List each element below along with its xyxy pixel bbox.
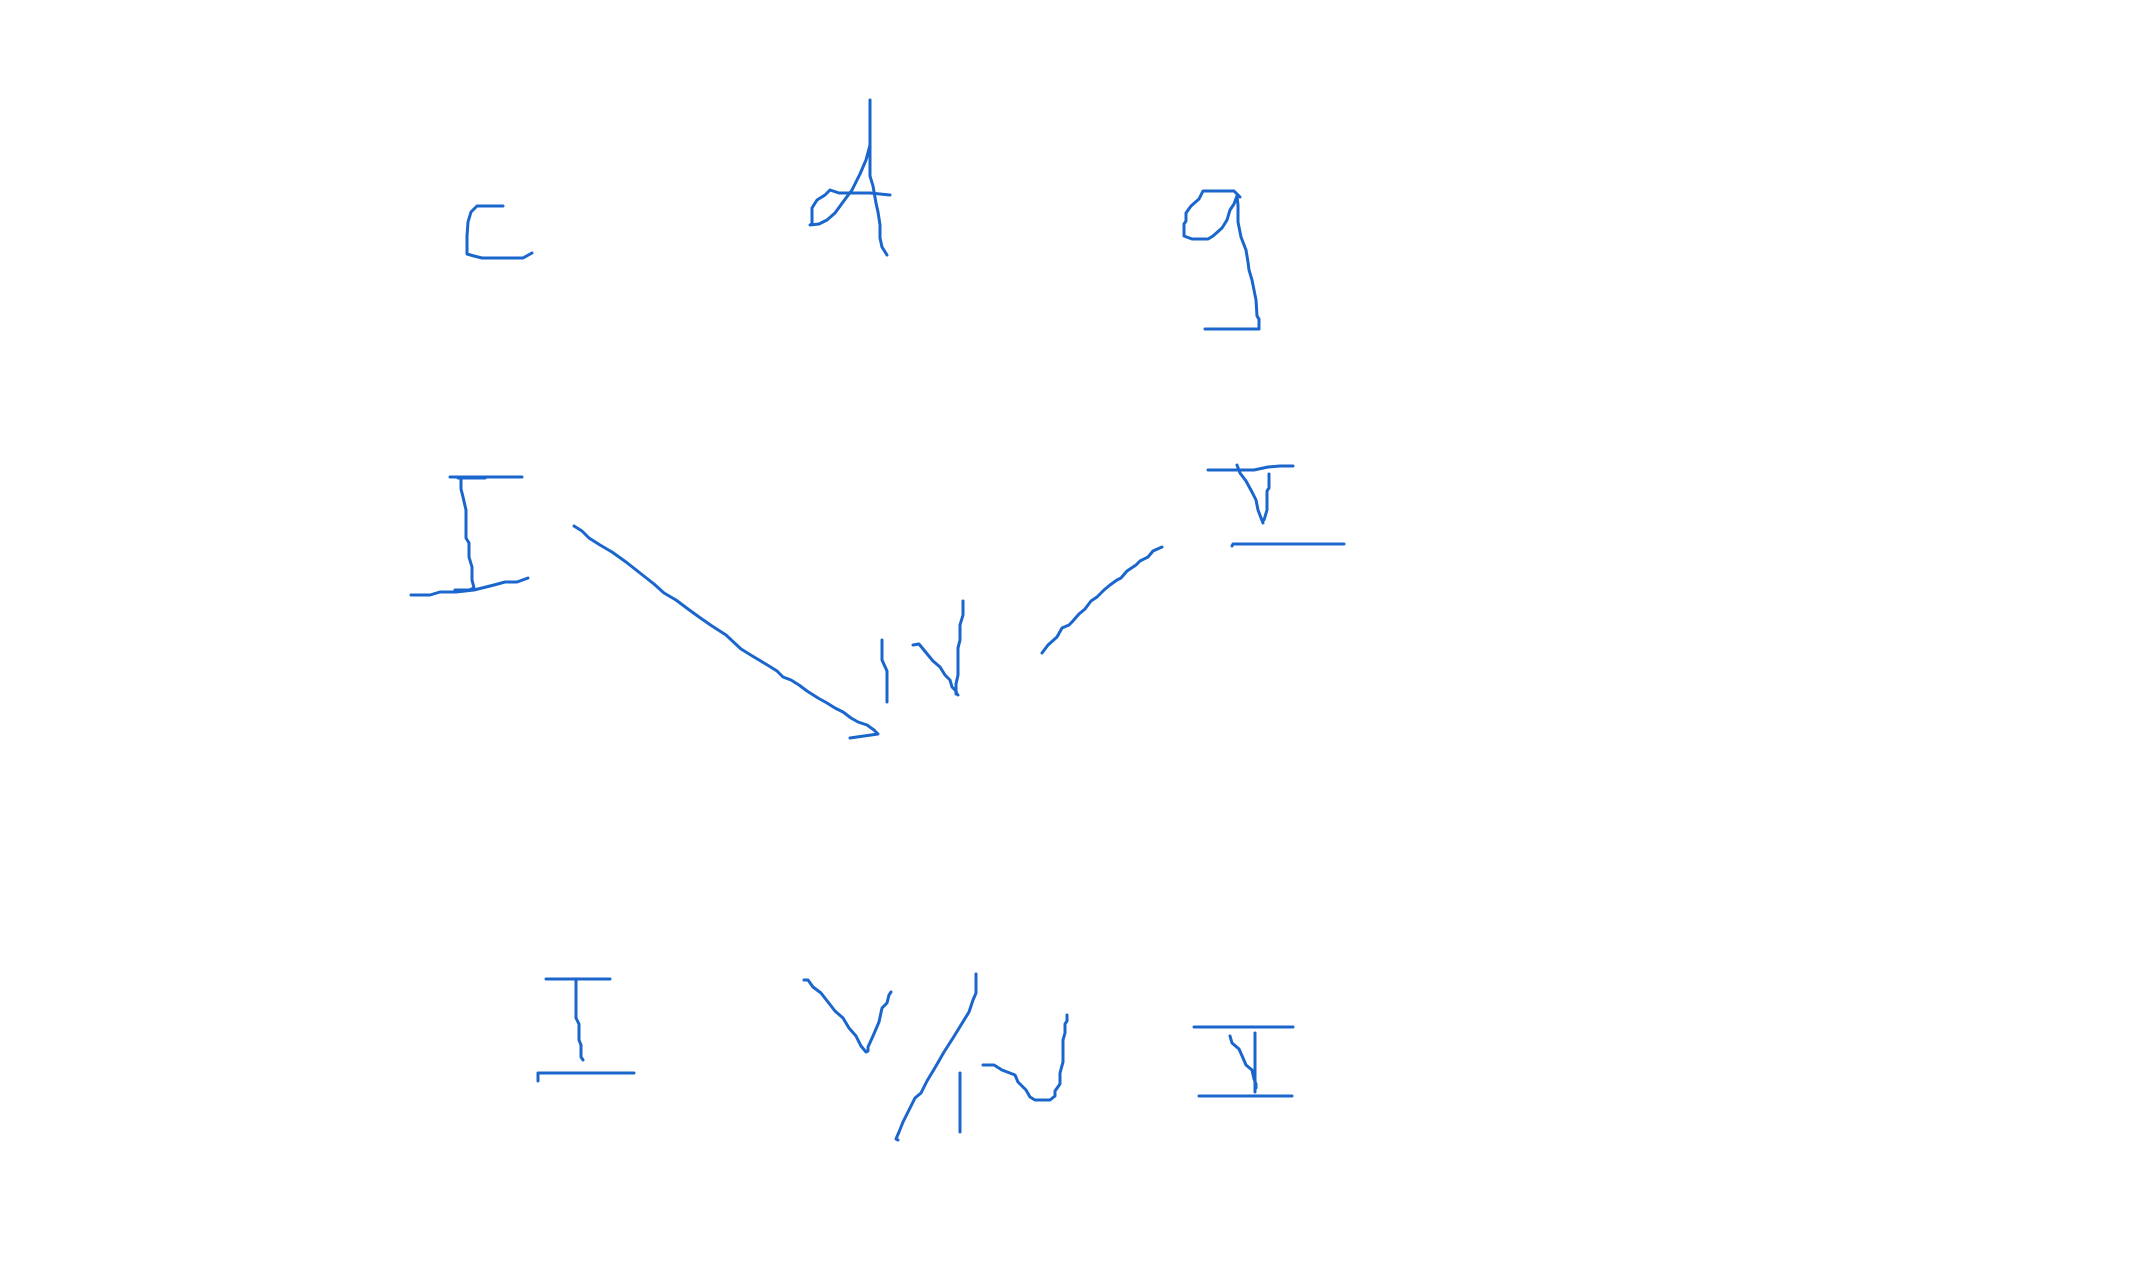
glyph-VI-bottom-right (1192, 1025, 1295, 1098)
glyph-IV-center (880, 599, 965, 704)
glyph-d (808, 98, 892, 257)
glyph-V-slash-N (802, 972, 1069, 1142)
stroke-right-diagonal (1040, 545, 1164, 655)
glyph-I-left (409, 475, 530, 597)
glyph-V-right (1206, 463, 1346, 548)
stroke-left-diagonal (572, 524, 880, 740)
glyph-g (1182, 189, 1261, 331)
glyph-c (465, 204, 534, 260)
glyph-I-bottom (536, 977, 636, 1083)
